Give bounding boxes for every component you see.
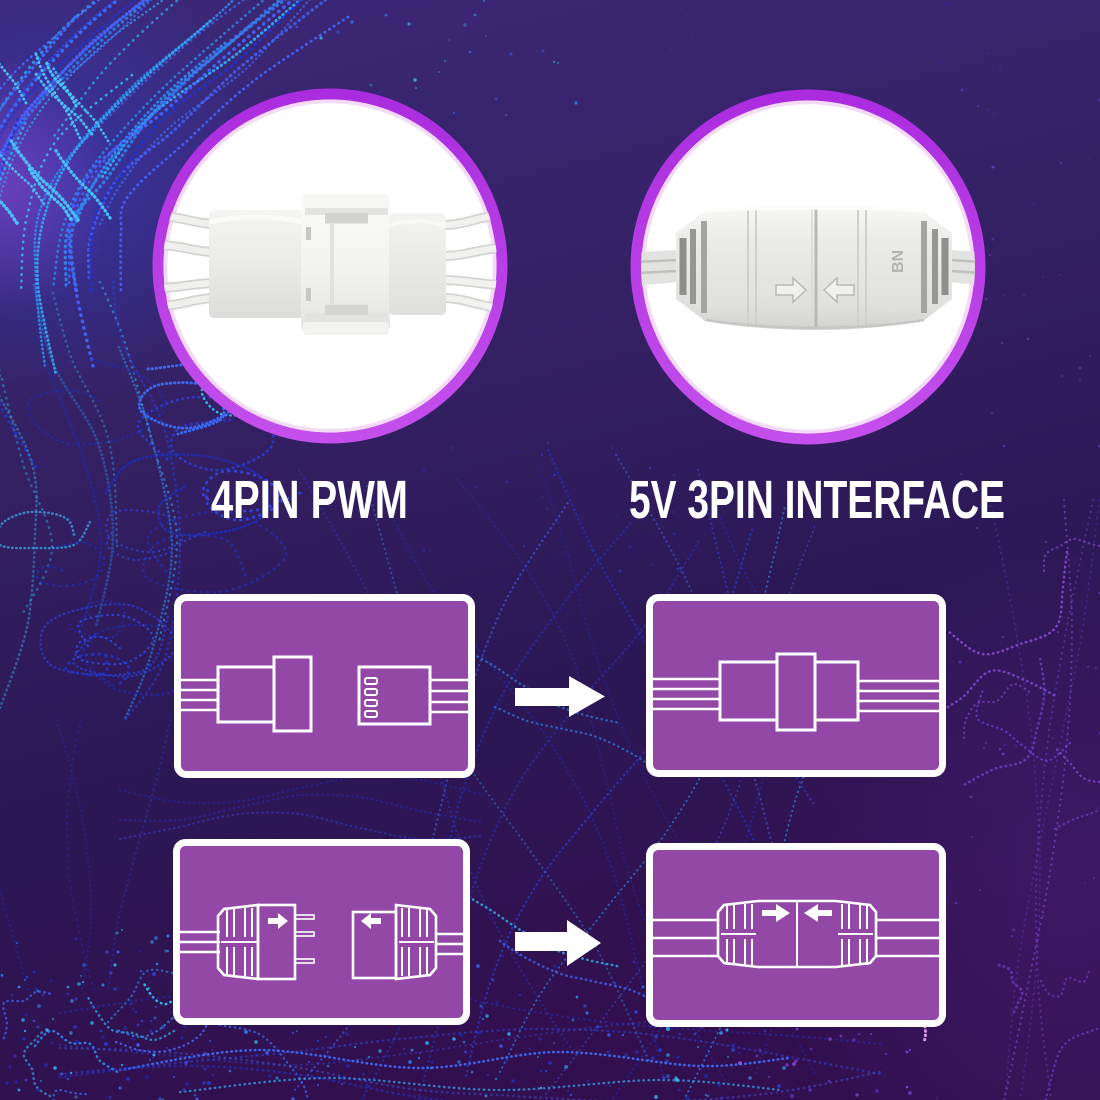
- svg-text:4PIN PWM: 4PIN PWM: [211, 470, 408, 530]
- svg-text:5V 3PIN INTERFACE: 5V 3PIN INTERFACE: [629, 470, 1005, 530]
- svg-text:BN: BN: [890, 250, 907, 273]
